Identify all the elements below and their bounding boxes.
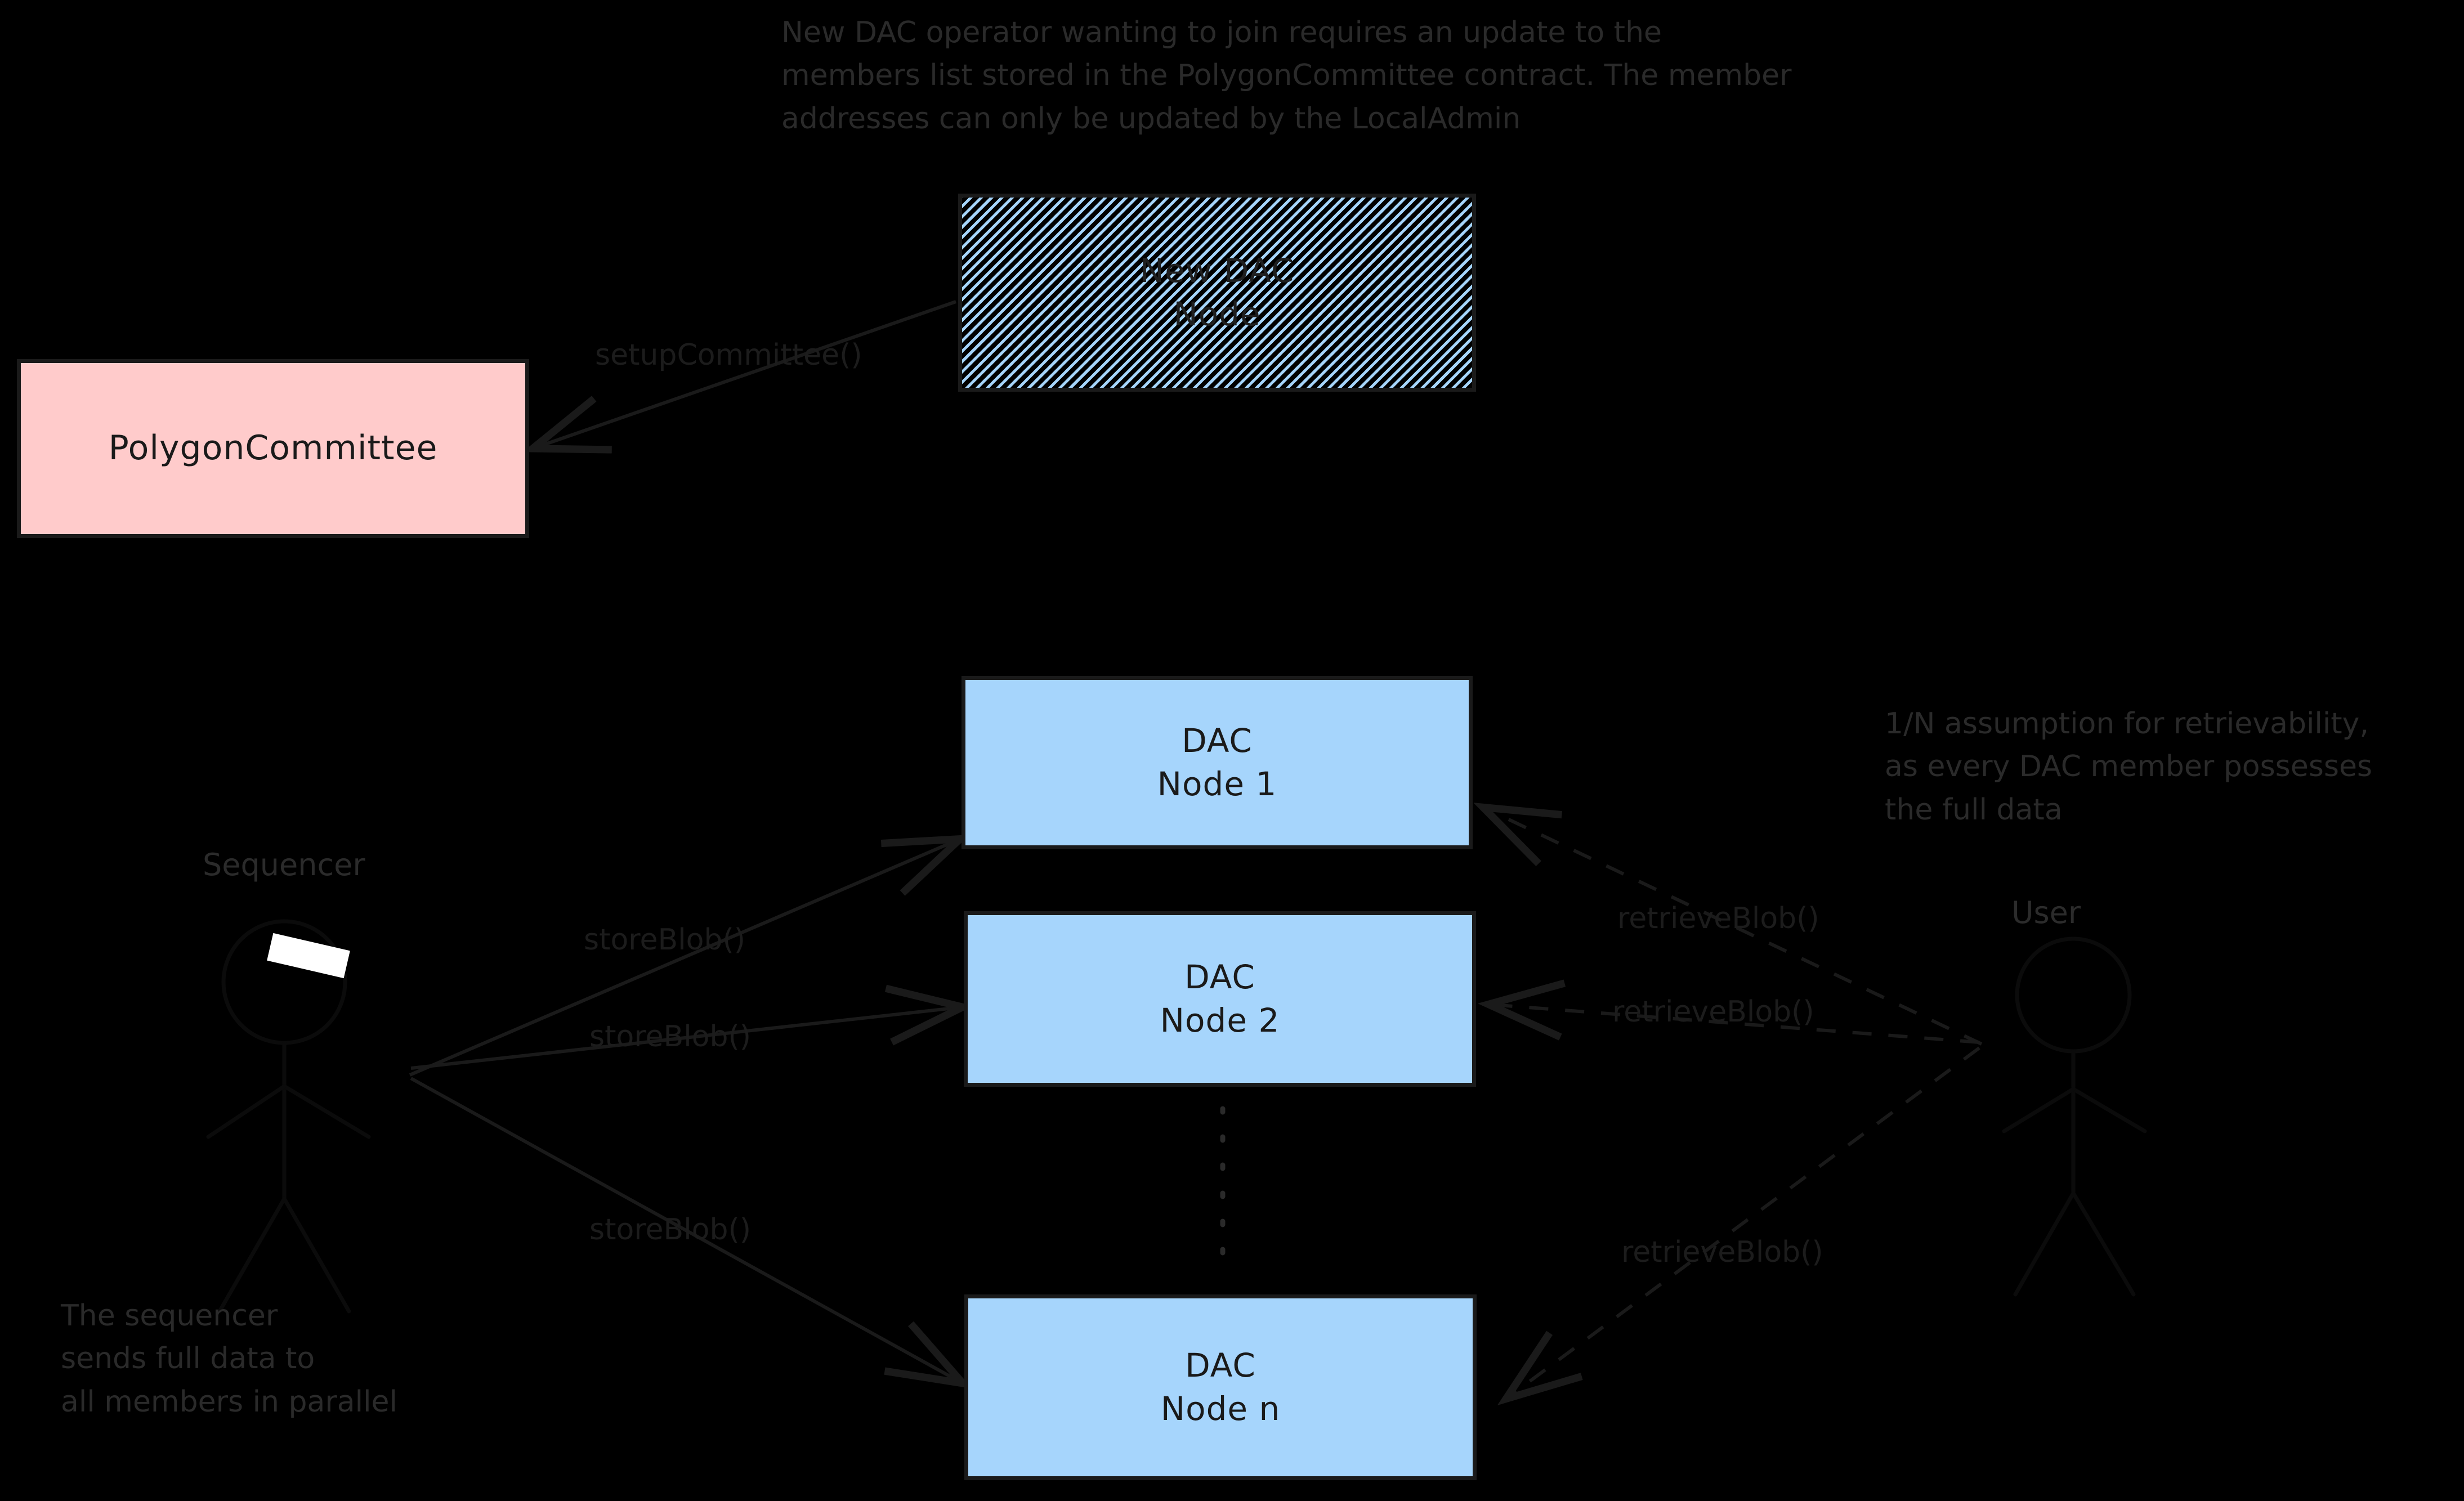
sequencer-label: Sequencer: [203, 847, 365, 882]
edge-store-blob-2: [410, 1007, 959, 1070]
edge-store-blob-1: [409, 840, 957, 1077]
sequencer-actor: [206, 919, 371, 1314]
edge-label-retrieve-blob-1: retrieveBlob(): [1617, 902, 1819, 935]
node-new-dac-node-label-line2: Node: [1173, 295, 1261, 333]
node-polygon-committee[interactable]: PolygonCommittee: [17, 359, 529, 538]
edge-retrieve-blob-2: [1492, 1005, 1980, 1044]
node-new-dac-node-label-line1: New DAC: [1139, 252, 1295, 290]
node-polygon-committee-label: PolygonCommittee: [108, 428, 438, 468]
node-dac-node-2-label-line2: Node 2: [1160, 1001, 1280, 1040]
node-dac-node-2-label-line1: DAC: [1184, 958, 1255, 997]
annotation-retrievability-assumption: 1/N assumption for retrievability, as ev…: [1885, 707, 2373, 827]
edge-label-store-blob-2: storeBlob(): [589, 1020, 752, 1054]
node-dac-node-1-label-line1: DAC: [1182, 722, 1253, 760]
edge-store-blob-3: [410, 1077, 960, 1382]
edge-label-store-blob-1: storeBlob(): [584, 923, 746, 957]
edge-retrieve-blob-3: [1509, 1046, 1980, 1397]
annotation-new-dac-operator: New DAC operator wanting to join require…: [781, 16, 1792, 136]
user-label: User: [2011, 895, 2081, 930]
node-dac-node-n[interactable]: DAC Node n: [964, 1294, 1477, 1480]
annotation-sequencer-parallel: The sequencer sends full data to all mem…: [61, 1299, 397, 1419]
node-dac-node-n-label-line2: Node n: [1160, 1390, 1281, 1428]
edge-label-store-blob-3: storeBlob(): [589, 1213, 752, 1247]
node-dac-node-n-label-line1: DAC: [1185, 1346, 1256, 1385]
edge-setup-committee: [536, 300, 956, 447]
node-dac-node-2[interactable]: DAC Node 2: [964, 911, 1476, 1087]
node-dac-node-1-label-line2: Node 1: [1157, 765, 1277, 803]
edge-label-retrieve-blob-3: retrieveBlob(): [1621, 1235, 1823, 1269]
node-dac-node-1[interactable]: DAC Node 1: [962, 676, 1473, 849]
edge-label-retrieve-blob-2: retrieveBlob(): [1612, 995, 1814, 1029]
user-actor: [2002, 937, 2147, 1297]
edge-label-setup-committee: setupCommittee(): [595, 338, 862, 372]
node-new-dac-node[interactable]: New DAC Node: [958, 194, 1476, 392]
